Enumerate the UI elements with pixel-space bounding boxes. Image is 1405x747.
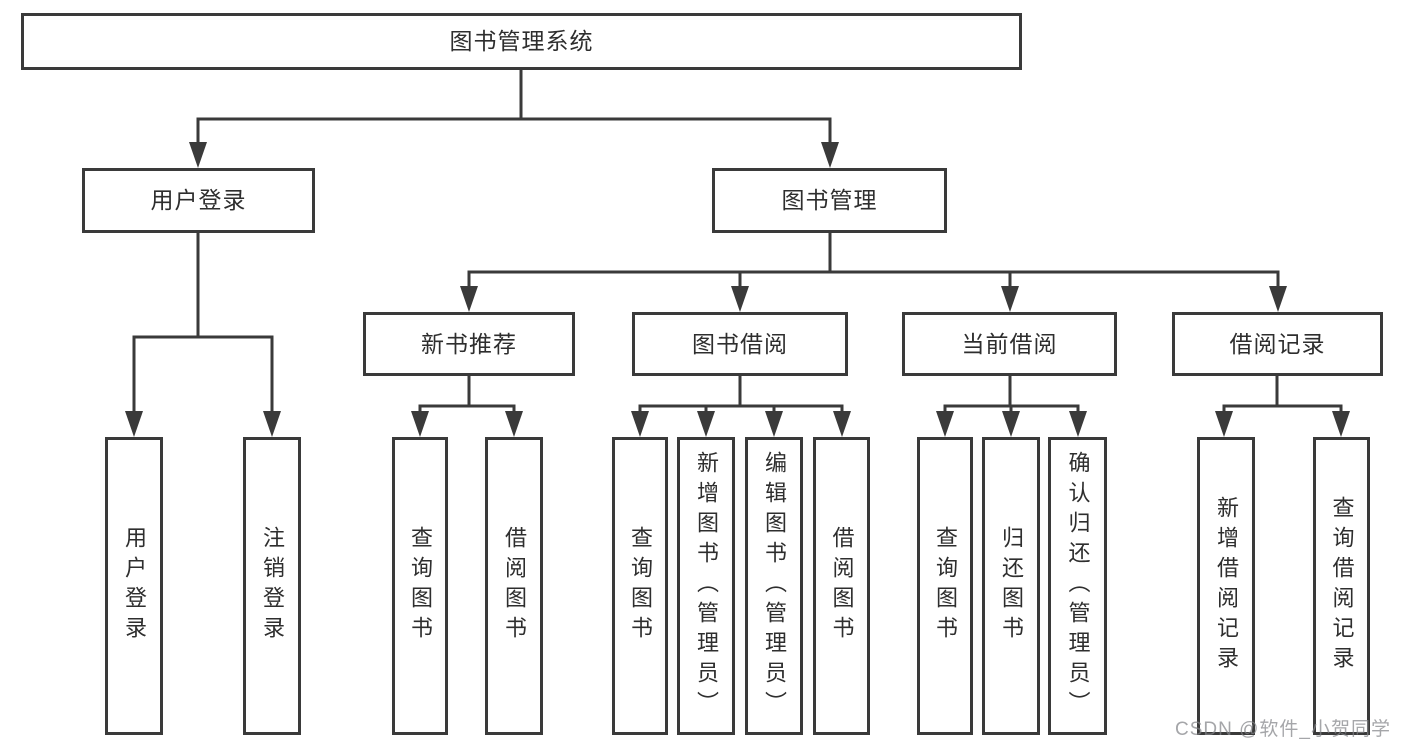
node-label: 图书管理系统 [449, 28, 594, 54]
node-label: 查询图书 [628, 526, 653, 646]
node-label: 借阅图书 [829, 526, 855, 646]
node-label: 新增借阅记录 [1214, 496, 1239, 676]
node-label: 新增图书（管理员） [694, 451, 719, 721]
leaf-return-book: 归还图书 [982, 437, 1040, 735]
leaf-add-borrow-record: 新增借阅记录 [1197, 437, 1255, 735]
leaf-borrow-books-borrow: 借阅图书 [813, 437, 870, 735]
node-label: 编辑图书（管理员） [762, 451, 787, 721]
node-label: 借阅图书 [502, 526, 527, 646]
leaf-query-books-recommend: 查询图书 [392, 437, 448, 735]
leaf-confirm-return-admin: 确认归还（管理员） [1048, 437, 1107, 735]
leaf-query-books-current: 查询图书 [917, 437, 973, 735]
node-label: 用户登录 [150, 187, 247, 213]
node-label: 当前借阅 [961, 330, 1058, 357]
leaf-query-borrow-record: 查询借阅记录 [1313, 437, 1370, 735]
node-label: 图书借阅 [692, 330, 788, 357]
leaf-add-book-admin: 新增图书（管理员） [677, 437, 735, 735]
leaf-logout-login: 注销登录 [243, 437, 301, 735]
node-user-login: 用户登录 [82, 168, 315, 233]
node-current-borrow: 当前借阅 [902, 312, 1117, 376]
node-label: 查询图书 [933, 526, 958, 646]
csdn-watermark: CSDN @软件_小贺同学 [1175, 719, 1391, 740]
leaf-user-login: 用户登录 [105, 437, 163, 735]
node-new-book-recommend: 新书推荐 [363, 312, 575, 376]
leaf-borrow-books-recommend: 借阅图书 [485, 437, 543, 735]
node-borrow-records: 借阅记录 [1172, 312, 1383, 376]
leaf-query-books-borrow: 查询图书 [612, 437, 668, 735]
node-book-borrow: 图书借阅 [632, 312, 848, 376]
node-label: 查询借阅记录 [1329, 496, 1355, 676]
node-label: 归还图书 [999, 526, 1024, 646]
node-library-system-root: 图书管理系统 [21, 13, 1022, 70]
leaf-edit-book-admin: 编辑图书（管理员） [745, 437, 803, 735]
node-label: 新书推荐 [421, 330, 517, 357]
node-label: 借阅记录 [1229, 330, 1326, 357]
node-label: 图书管理 [781, 187, 878, 213]
node-book-management: 图书管理 [712, 168, 947, 233]
node-label: 确认归还（管理员） [1065, 451, 1091, 721]
node-label: 用户登录 [122, 526, 147, 646]
node-label: 注销登录 [260, 526, 285, 646]
node-label: 查询图书 [408, 526, 433, 646]
